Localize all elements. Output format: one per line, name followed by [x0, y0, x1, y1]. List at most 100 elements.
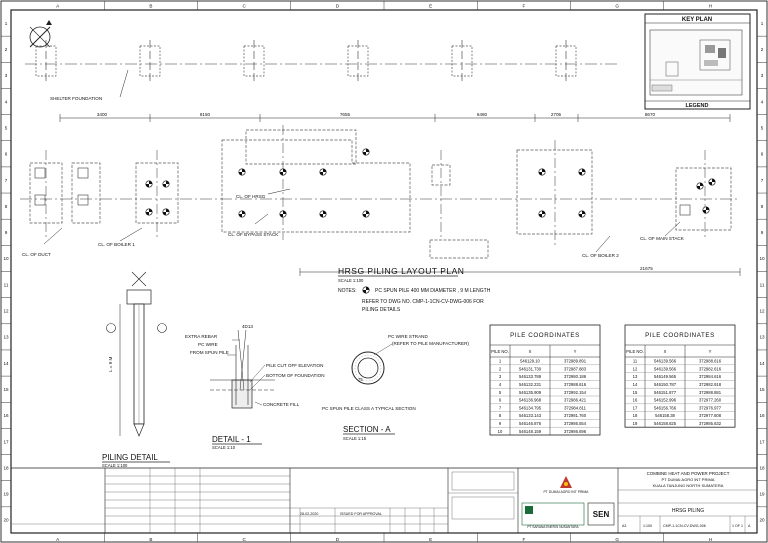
cl-duct-label: CL. OF DUCT: [22, 252, 51, 257]
table-cell: 372977.608: [699, 413, 722, 418]
table-cell: 10: [498, 429, 503, 434]
table-cell: 3: [499, 374, 502, 379]
pile-marker: [578, 168, 586, 176]
grid-col-label: F: [522, 4, 525, 9]
pile-length-label: L = 9 M: [108, 357, 113, 372]
grid-col-label: D: [336, 4, 340, 9]
project-name: COMBINE HEAT AND POWER PROJECT: [647, 471, 730, 476]
drawing-scale: 1:100: [643, 524, 652, 528]
grid-row-label: 12: [3, 309, 9, 314]
table-cell: 13: [633, 374, 638, 379]
table-cell: 372985.632: [699, 421, 722, 426]
pile-marker: [362, 148, 370, 156]
refer-manufacturer-label: (REFER TO PILE MANUFACTURER): [392, 341, 469, 346]
note-line: PC SPUN PILE 400 MM DIAMETER , 9 M LENGT…: [375, 288, 491, 294]
grid-row-label: 17: [3, 439, 9, 444]
grid-row-label: 7: [761, 178, 764, 183]
table-header: X: [664, 349, 667, 354]
table-cell: 546133.789: [519, 374, 542, 379]
table-cell: 546158.825: [654, 421, 677, 426]
grid-row-label: 18: [3, 465, 9, 470]
dim-label: 7655: [340, 112, 351, 117]
pile-marker: [162, 180, 170, 188]
grid-row-label: 20: [3, 518, 9, 523]
grid-col-label: C: [242, 537, 246, 542]
grid-row-label: 11: [4, 282, 9, 287]
dim-label: 21675: [640, 266, 653, 271]
table-title: PILE COORDINATES: [645, 332, 715, 339]
table-cell: 12: [633, 366, 638, 371]
grid-row-label: 3: [761, 73, 764, 78]
pile-marker: [162, 208, 170, 216]
cl-bypass-label: CL. OF BYPASS STACK: [228, 232, 279, 237]
client-name: PT DUMAI AGRO INT PRIMA: [544, 490, 590, 494]
cl-hrsg-label: CL. OF HRSG: [236, 194, 266, 199]
grid-col-label: E: [429, 537, 432, 542]
piling-detail: L = 9 M PILING DETAIL SCALE 1:100: [102, 271, 170, 468]
grid-row-label: 4: [5, 99, 8, 104]
wall-thickness-label: 75: [358, 377, 363, 382]
table-cell: 372984.616: [699, 374, 722, 379]
grid-row-label: 10: [3, 256, 9, 261]
concrete-label: CONCRETE FILL: [263, 402, 300, 407]
pile-marker: [238, 168, 246, 176]
pile-marker: [696, 182, 704, 190]
pile-marker: [319, 168, 327, 176]
table-cell: 546139.566: [654, 359, 677, 364]
pile-marker: [319, 210, 327, 218]
table-cell: 372988.881: [699, 390, 722, 395]
sen-logo: SEN: [593, 510, 610, 519]
table-cell: 546139.566: [654, 366, 677, 371]
grid-row-label: 6: [5, 152, 8, 157]
pile-marker: [279, 210, 287, 218]
table-cell: 546149.565: [654, 374, 677, 379]
table-cell: 6: [499, 398, 502, 403]
project-location: KUALA TANJUNG NORTH SUMATERA: [653, 483, 724, 488]
grid-row-label: 19: [759, 492, 765, 497]
table-cell: 546146.876: [519, 421, 542, 426]
table-header: Y: [709, 349, 712, 354]
grid-row-label: 15: [759, 387, 765, 392]
detail1-title: DETAIL - 1: [212, 435, 251, 444]
section-class-label: PC SPUN PILE CLASS A TYPICAL SECTION: [322, 406, 416, 411]
grid-row-label: 1: [5, 21, 8, 26]
grid-row-label: 16: [3, 413, 9, 418]
grid-row-label: 9: [5, 230, 8, 235]
pc-wire-label: PC WIRE: [198, 342, 218, 347]
grid-col-label: C: [242, 4, 246, 9]
grid-col-label: B: [149, 4, 152, 9]
table-cell: 19: [633, 421, 638, 426]
detail-1: 4D13 EXTRA REBAR PC WIRE FROM SPUN PILE …: [185, 324, 325, 450]
table-cell: 2: [499, 366, 502, 371]
grid-col-label: D: [336, 537, 340, 542]
drawing-number: CMP-1-1CN-CV-DWG-006: [663, 524, 706, 528]
table-cell: 372980.186: [564, 374, 587, 379]
table-cell: 372982.918: [699, 382, 722, 387]
grid-row-label: 4: [761, 99, 764, 104]
pile-marker: [238, 210, 246, 218]
table-cell: 546135.909: [519, 390, 542, 395]
grid-row-label: 8: [5, 204, 8, 209]
issue-description: ISSUED FOR APPROVAL: [340, 512, 382, 516]
pile-marker: [145, 208, 153, 216]
title-block: 28-02-2020 ISSUED FOR APPROVAL PT DUMAI …: [11, 467, 757, 533]
pile-marker: [702, 206, 710, 214]
grid-row-label: 11: [760, 282, 765, 287]
dim-label: 6460: [477, 112, 488, 117]
plan-scale: SCALE 1:100: [338, 278, 364, 283]
grid-col-label: F: [522, 537, 525, 542]
table-cell: 14: [633, 382, 638, 387]
extra-rebar-label: EXTRA REBAR: [185, 334, 218, 339]
table-header: Y: [574, 349, 577, 354]
note-line: PILING DETAILS: [362, 307, 401, 313]
grid-col-label: A: [56, 537, 60, 542]
key-plan: KEY PLAN LEGEND: [644, 13, 751, 110]
table-cell: 8: [499, 413, 502, 418]
section-a: PC WIRE STRAND (REFER TO PILE MANUFACTUR…: [322, 334, 469, 441]
pile-marker: [362, 210, 370, 218]
grid-row-label: 2: [5, 47, 8, 52]
table-cell: 546132.231: [519, 382, 542, 387]
table-cell: 372986.554: [564, 421, 587, 426]
